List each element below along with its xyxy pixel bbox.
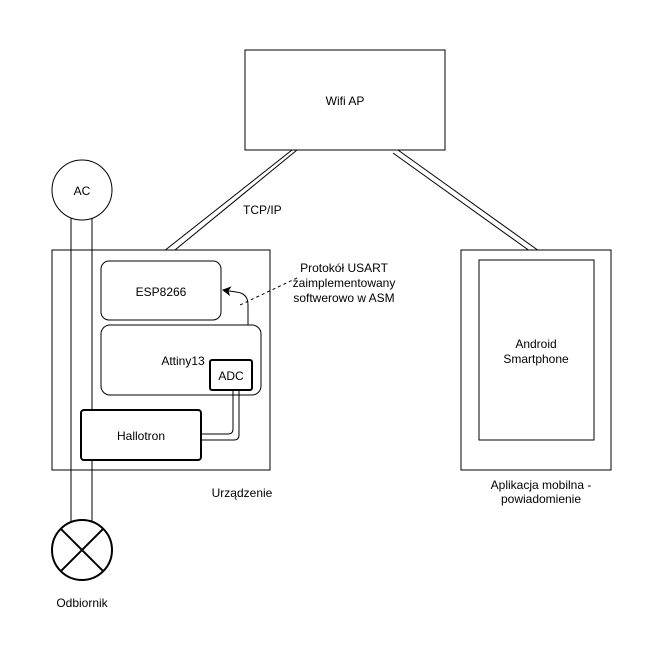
receiver-lamp xyxy=(51,519,113,581)
esp8266-node: ESP8266 xyxy=(100,260,222,321)
attiny-to-esp-arrow xyxy=(222,286,249,325)
hallotron-label: Hallotron xyxy=(117,429,165,443)
wifi-ap-label: Wifi AP xyxy=(326,94,365,108)
ac-source: AC xyxy=(51,159,113,221)
android-label-line1: Android xyxy=(515,337,556,351)
wifi-ap-node: Wifi AP xyxy=(244,49,446,151)
hallotron-node: Hallotron xyxy=(80,409,202,461)
hallotron-adc-wire xyxy=(201,390,240,441)
smartphone-screen: Android Smartphone xyxy=(478,259,595,441)
device-caption: Urządzenie xyxy=(212,486,273,500)
android-label-line2: Smartphone xyxy=(503,352,569,366)
app-caption-line2: powiadomienie xyxy=(501,492,581,506)
attiny13-label: Attiny13 xyxy=(161,354,205,368)
usart-note: Protokół USART zaimplementowany softwero… xyxy=(293,261,396,305)
wifi-link-smartphone xyxy=(392,149,540,255)
adc-label: ADC xyxy=(218,369,244,383)
usart-label-line2: zaimplementowany xyxy=(293,276,396,290)
tcp-ip-link-device xyxy=(158,149,298,260)
adc-node: ADC xyxy=(209,359,253,391)
app-caption-line1: Aplikacja mobilna - xyxy=(491,478,592,492)
tcp-ip-label: TCP/IP xyxy=(243,203,282,217)
usart-callout-line xyxy=(239,277,298,306)
usart-label-line1: Protokół USART xyxy=(300,261,388,275)
receiver-label: Odbiornik xyxy=(56,596,108,610)
ac-label: AC xyxy=(74,184,91,198)
esp8266-label: ESP8266 xyxy=(136,285,187,299)
usart-label-line3: softwerowo w ASM xyxy=(293,291,394,305)
